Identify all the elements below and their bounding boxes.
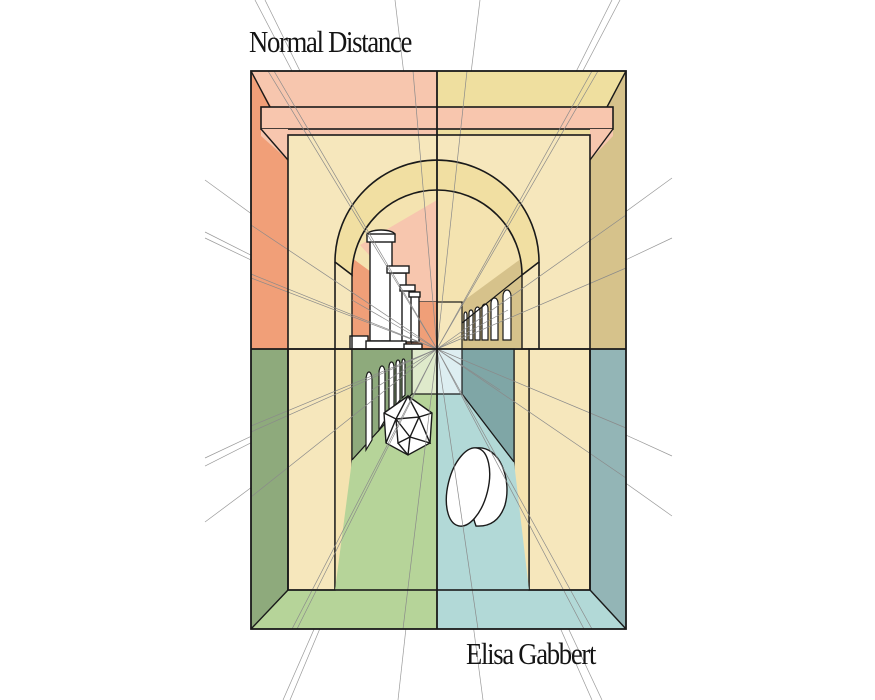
wall-right-lower: [590, 349, 626, 629]
outlines: [250, 70, 627, 630]
floor-left: [251, 590, 437, 629]
pillar-left: [287, 348, 336, 591]
pillar-right: [528, 348, 591, 591]
perspective-guides-inner: [250, 70, 627, 630]
icosahedron: [383, 394, 433, 456]
book-title: Normal Distance: [249, 24, 412, 59]
hemisphere: [445, 447, 508, 527]
wall-left-lower: [251, 349, 288, 629]
arched-windows-right: [463, 289, 512, 341]
book-author: Elisa Gabbert: [466, 636, 596, 671]
